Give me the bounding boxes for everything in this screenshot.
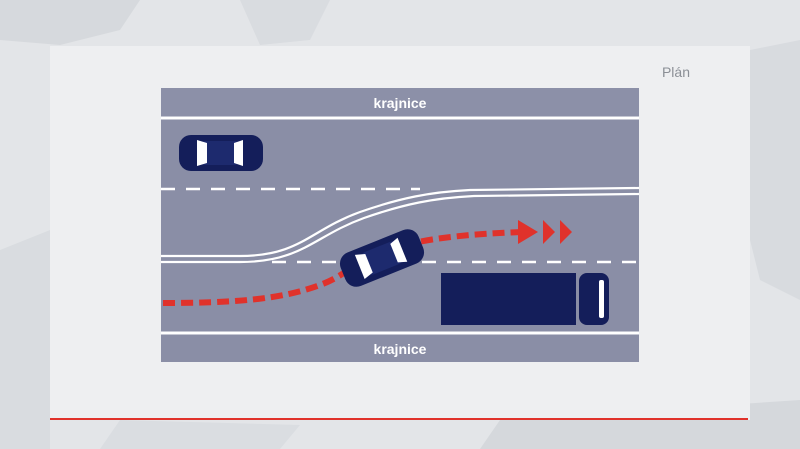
plan-label: Plán: [661, 64, 690, 80]
top-shoulder: [161, 88, 639, 116]
oncoming-car: [179, 135, 263, 171]
top-shoulder-label: krajnice: [374, 95, 427, 111]
double-solid-line-a: [161, 186, 640, 258]
truck: [441, 273, 609, 325]
panel-accent-line: [50, 418, 748, 420]
bottom-shoulder-label: krajnice: [374, 341, 427, 357]
double-solid-line-b: [161, 192, 640, 264]
path-arrow-chevron-1: [543, 220, 555, 244]
path-arrow-head: [518, 220, 538, 244]
path-arrow-chevron-2: [560, 220, 572, 244]
overtaking-path: [162, 229, 523, 306]
overtaking-car: [339, 229, 425, 287]
